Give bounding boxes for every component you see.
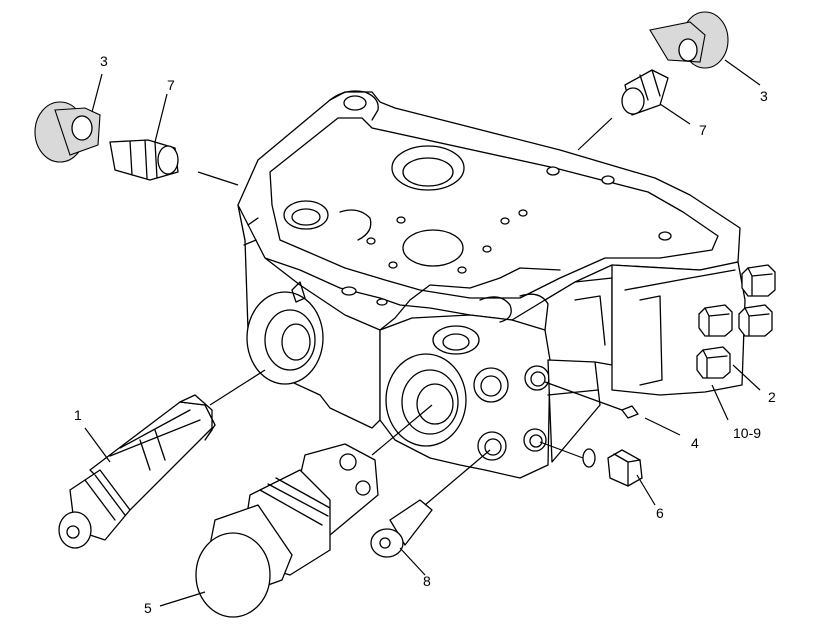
callout-7-left: 7 [167,77,175,93]
part-5-relief-valve [195,443,379,618]
callout-8: 8 [423,573,431,589]
part-7-plug-left [109,139,179,181]
callout-10-9: 10-9 [733,425,761,441]
callout-6: 6 [656,505,664,521]
part-1-cartridge-valve [58,394,216,549]
part-8-bolt [370,499,433,558]
leader-lines [84,59,761,607]
valve-body [237,90,776,479]
part-6-plug [607,449,643,487]
callout-3-right: 3 [760,88,768,104]
callout-3-left: 3 [100,53,108,69]
part-3-fitting-right [649,11,729,69]
part-7-plug-right [621,69,669,116]
callout-2: 2 [768,389,776,405]
part-4-plug [621,405,639,419]
callout-7-right: 7 [699,122,707,138]
callout-5: 5 [144,600,152,616]
o-ring [582,448,596,468]
callout-4: 4 [691,435,699,451]
callout-1: 1 [74,407,82,423]
part-3-fitting-left [34,101,101,163]
end-cap-bolts [696,264,776,379]
